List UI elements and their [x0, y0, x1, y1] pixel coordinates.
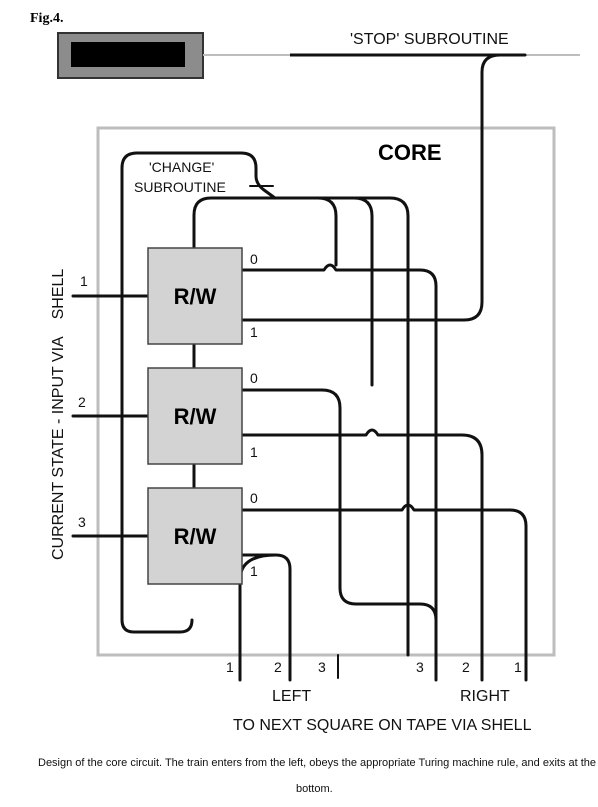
change-subroutine-label-1: 'CHANGE' — [149, 159, 214, 175]
right-label: RIGHT — [460, 688, 510, 705]
figure-label: Fig.4. — [30, 11, 63, 26]
rw2-output-1-wire — [240, 428, 484, 682]
change-loop-wire — [120, 151, 277, 634]
rw1-out0-label: 0 — [250, 251, 258, 267]
rw2-output-0-wire — [240, 388, 438, 622]
left-output-label-1: 1 — [226, 659, 234, 675]
rw3-output-0-wire — [240, 503, 528, 682]
left-branch-wire — [238, 553, 278, 682]
rw3-out1-label: 1 — [250, 563, 258, 579]
caption-line-2: bottom. — [296, 783, 333, 795]
caption-line-1: Design of the core circuit. The train en… — [38, 757, 596, 769]
core-boundary — [96, 126, 556, 657]
stop-subroutine-label: 'STOP' SUBROUTINE — [350, 31, 509, 48]
bus-branch-2 — [352, 196, 374, 387]
top-bus-wire — [192, 196, 410, 657]
left-label: LEFT — [272, 688, 311, 705]
current-state-label: CURRENT STATE - INPUT VIA SHELL — [50, 269, 67, 560]
rw-unit-1 — [147, 247, 243, 345]
rw-unit-3 — [147, 487, 243, 585]
rw2-out0-label: 0 — [250, 370, 258, 386]
rw-unit-3-label: R/W — [174, 524, 217, 549]
rw1-output-0-wire — [240, 263, 438, 682]
rw2-out1-label: 1 — [250, 444, 258, 460]
core-label: CORE — [378, 140, 442, 165]
rw1-out1-label: 1 — [250, 324, 258, 340]
bottom-label: TO NEXT SQUARE ON TAPE VIA SHELL — [233, 717, 532, 734]
rw-unit-1-label: R/W — [174, 284, 217, 309]
rw1-output-1-wire — [240, 53, 527, 322]
stop-subroutine-device — [57, 32, 204, 79]
input-label-3: 3 — [78, 514, 86, 530]
right-output-label-3: 3 — [416, 659, 424, 675]
change-subroutine-label-2: SUBROUTINE — [134, 179, 226, 195]
input-label-1: 1 — [80, 273, 88, 289]
rw-unit-2-label: R/W — [174, 404, 217, 429]
input-label-2: 2 — [78, 394, 86, 410]
rw3-out0-label: 0 — [250, 490, 258, 506]
right-output-label-2: 2 — [462, 659, 470, 675]
right-output-label-1: 1 — [514, 659, 522, 675]
bus-branch-1 — [316, 196, 338, 267]
left-output-label-3: 3 — [318, 659, 326, 675]
left-output-label-2: 2 — [274, 659, 282, 675]
rw-unit-2 — [147, 367, 243, 465]
